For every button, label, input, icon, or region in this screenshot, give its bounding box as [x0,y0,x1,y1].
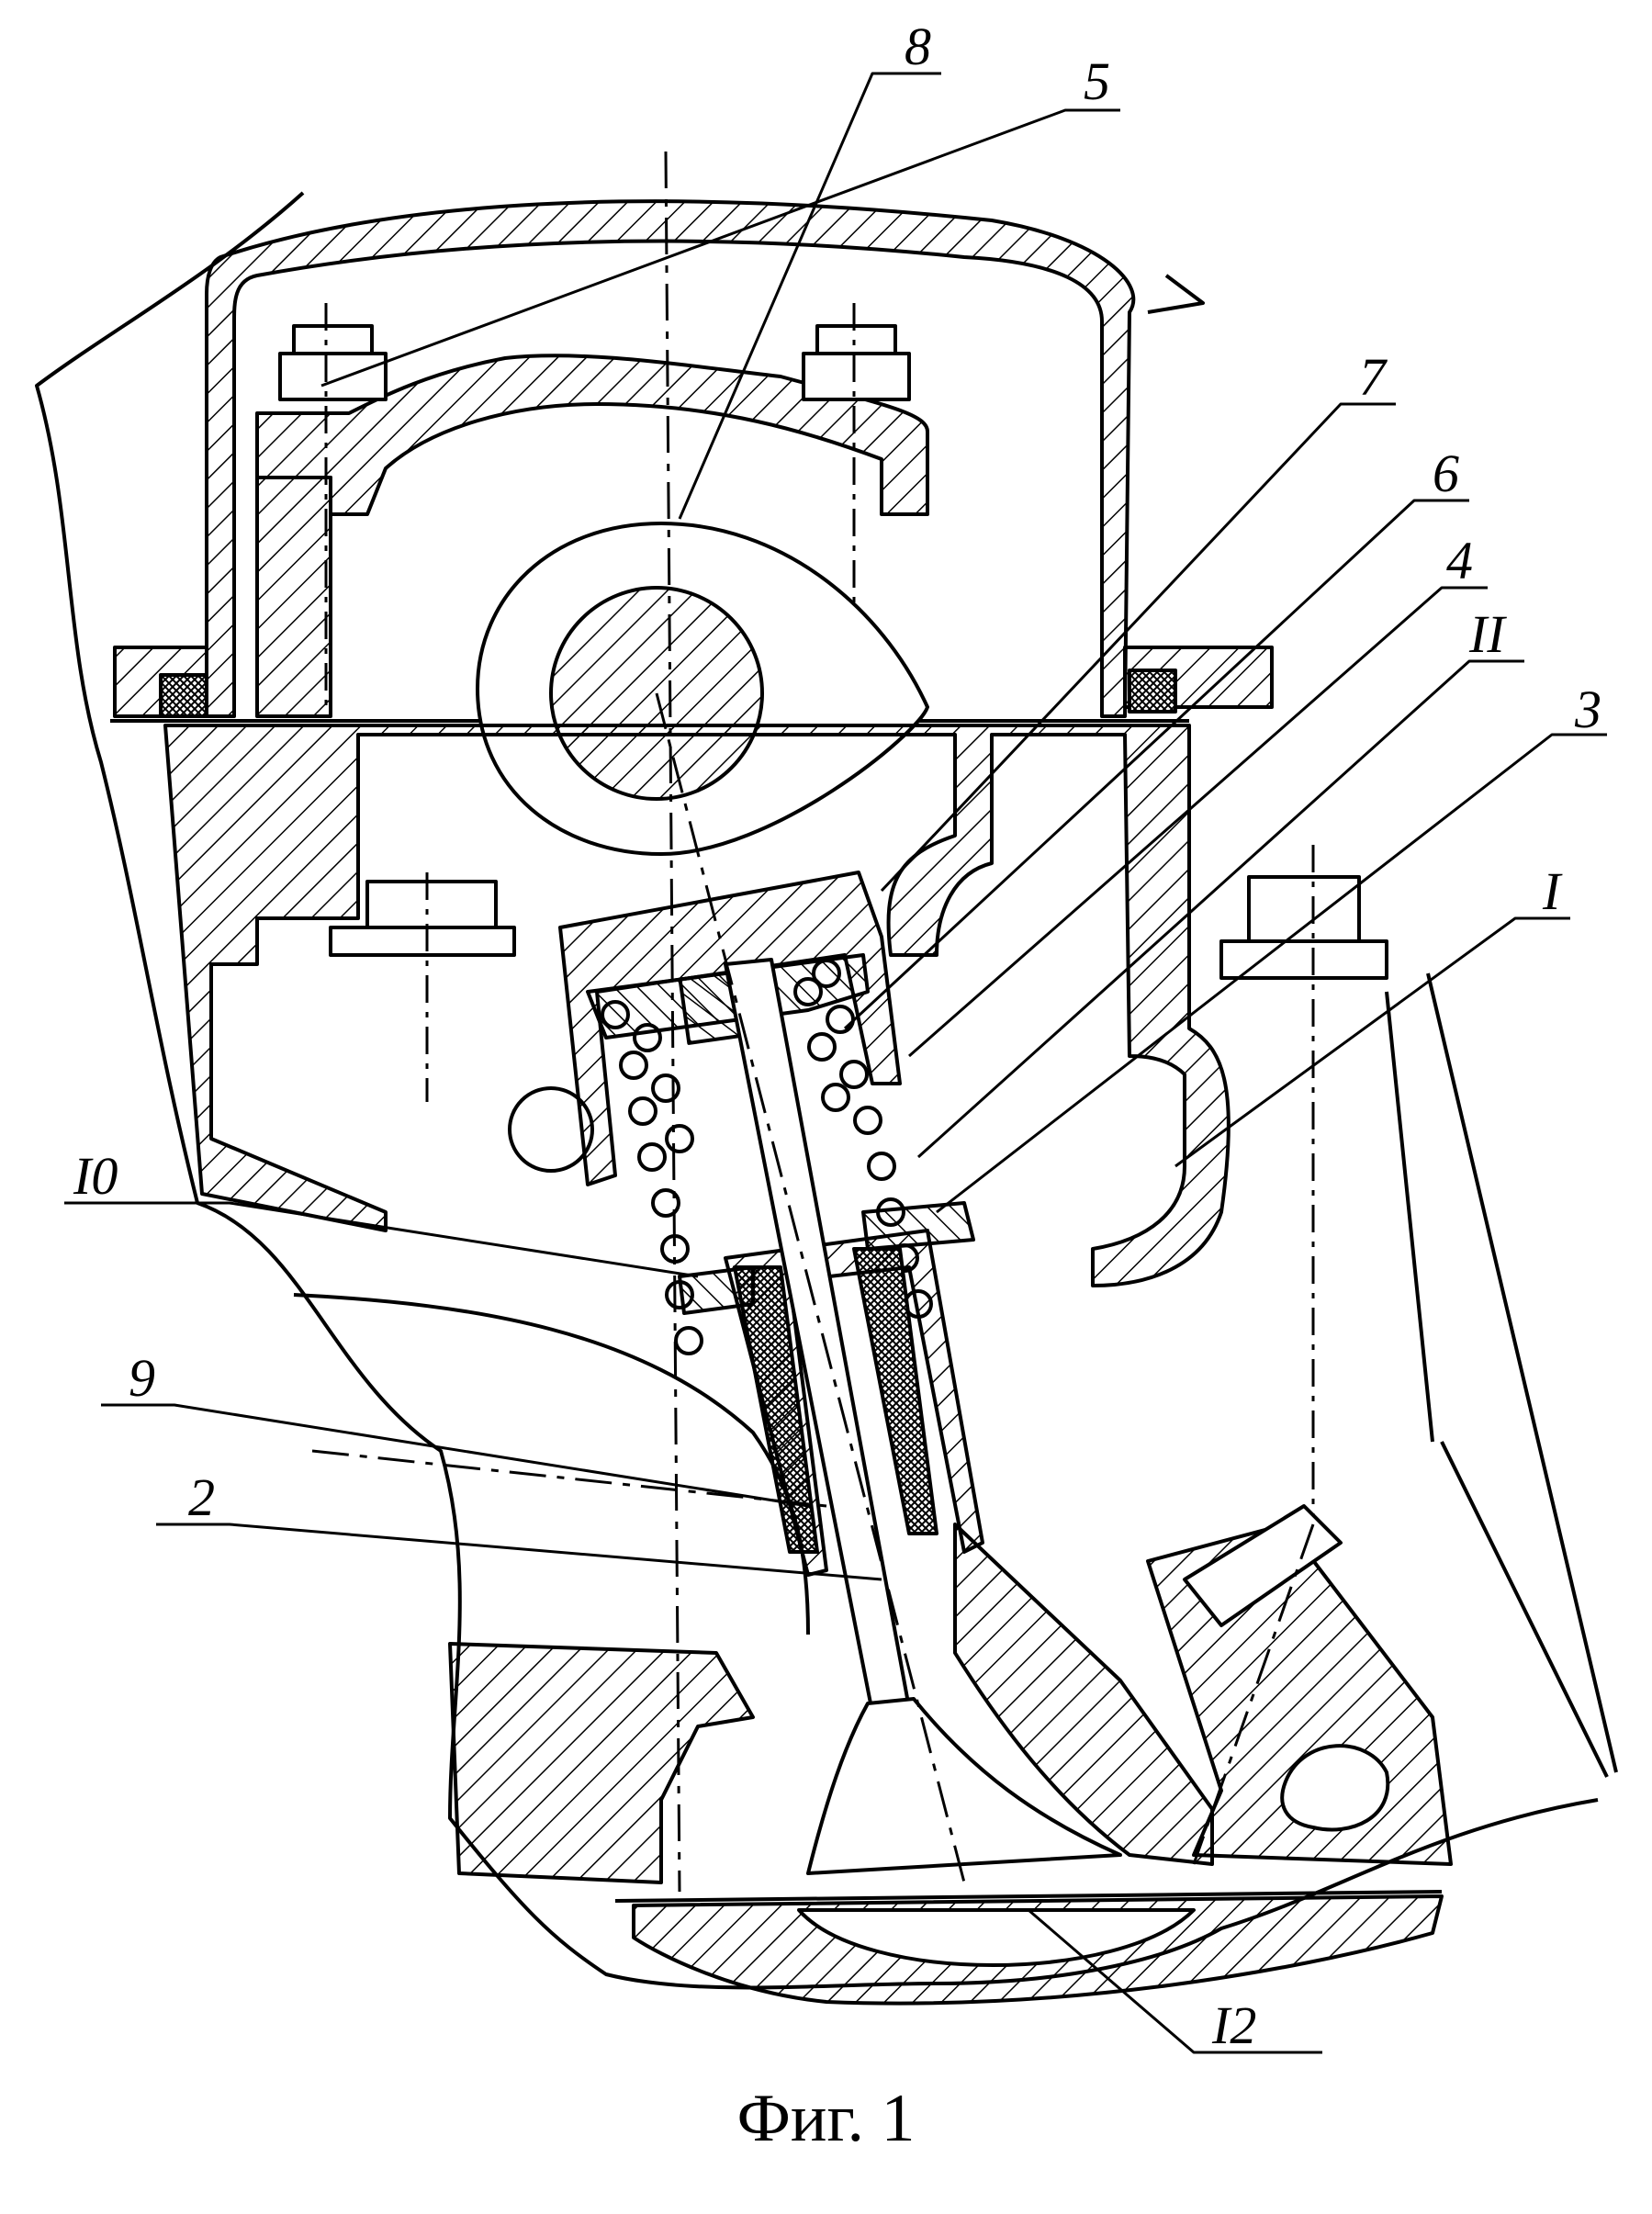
label-11: II [1468,604,1507,664]
right-break-line [1148,275,1203,312]
label-7: 7 [1359,347,1388,407]
label-1: I [1542,861,1563,921]
label-6: 6 [1433,444,1459,503]
valve-stem-seal-right [863,1203,973,1249]
label-9: 9 [129,1348,155,1408]
label-2: 2 [188,1467,215,1527]
label-12: I2 [1211,1995,1256,2055]
gasket-right [1129,670,1175,712]
label-10: I0 [73,1146,118,1206]
label-5: 5 [1084,51,1110,111]
label-8: 8 [905,17,931,76]
head-bottom [450,1644,753,1882]
label-3: 3 [1574,680,1601,739]
gasket-left [161,675,207,716]
label-4: 4 [1446,531,1473,590]
figure-caption: Фиг. 1 [0,2080,1652,2158]
lower-bolt-right [1221,845,1387,1515]
right-wall-lines [1387,973,1616,1777]
cap-left-post [257,478,331,716]
